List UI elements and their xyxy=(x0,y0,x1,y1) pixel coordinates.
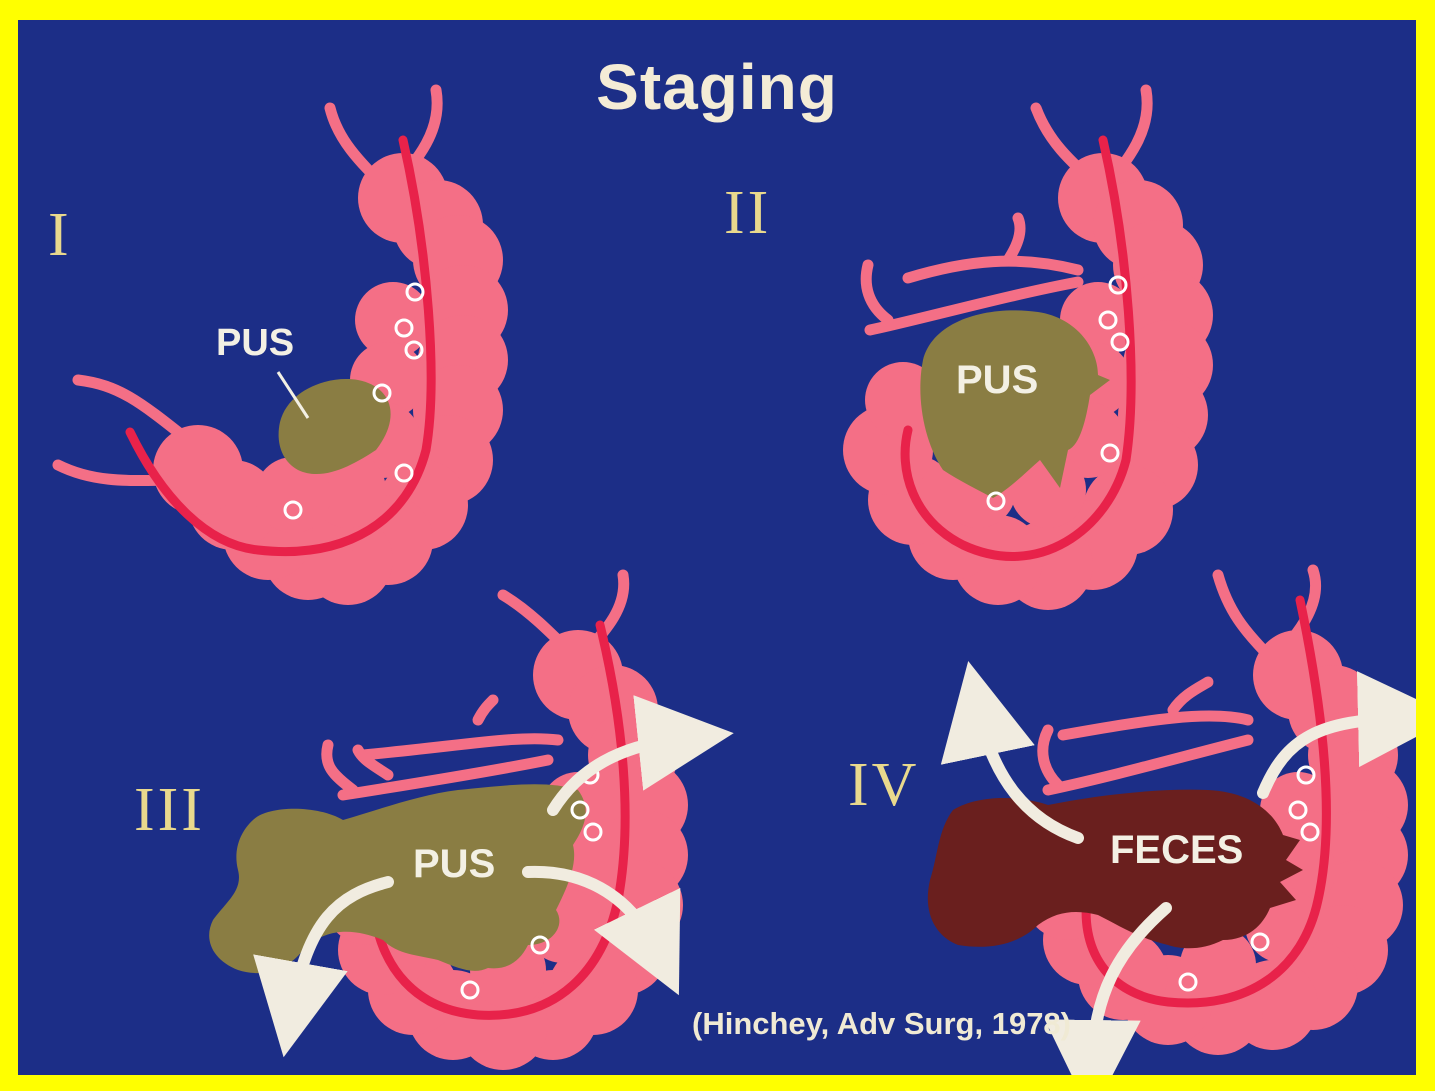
stage-3-pus-label: PUS xyxy=(413,842,495,887)
stage-4-illustration xyxy=(928,570,1408,1068)
stage-1-colon xyxy=(153,153,508,605)
stage-4-feces-label: FECES xyxy=(1110,828,1243,873)
stage-2-illustration xyxy=(843,90,1213,610)
stage-2-numeral: II xyxy=(724,178,771,249)
stage-2-pus-label: PUS xyxy=(956,358,1038,403)
citation: (Hinchey, Adv Surg, 1978) xyxy=(692,1006,1071,1042)
stage-3-pus-spread xyxy=(209,784,585,973)
slide-title: Staging xyxy=(18,50,1416,124)
stage-3-illustration xyxy=(209,575,688,1070)
stage-1-pus-label: PUS xyxy=(216,322,294,365)
diagram-illustration xyxy=(18,20,1416,1075)
slide-canvas: Staging I II III IV PUS PUS PUS FECES (H… xyxy=(18,20,1416,1075)
stage-3-numeral: III xyxy=(134,775,205,846)
stage-1-numeral: I xyxy=(48,200,72,271)
stage-4-numeral: IV xyxy=(848,750,919,821)
